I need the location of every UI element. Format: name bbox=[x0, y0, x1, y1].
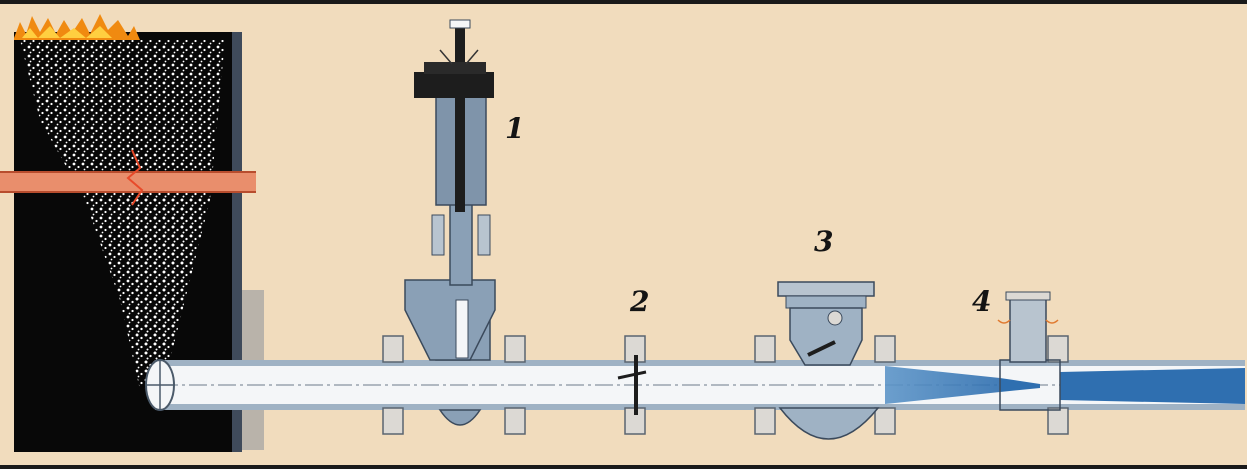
butterfly-valve-2 bbox=[617, 355, 647, 415]
label-valve-2: 2 bbox=[630, 285, 650, 318]
label-valve-1: 1 bbox=[505, 112, 525, 145]
frame-top bbox=[0, 0, 1247, 4]
ejector-4 bbox=[885, 291, 1245, 411]
flanges bbox=[382, 335, 1069, 435]
frame-bottom bbox=[0, 465, 1247, 469]
gate-valve-1 bbox=[404, 19, 496, 426]
flame-icon bbox=[14, 14, 140, 40]
label-valve-4: 4 bbox=[972, 285, 992, 318]
label-valve-3: 3 bbox=[814, 225, 834, 258]
hot-pipe bbox=[0, 171, 256, 193]
check-valve-3 bbox=[777, 281, 880, 440]
silo bbox=[0, 14, 264, 452]
spark-icon bbox=[126, 149, 144, 206]
